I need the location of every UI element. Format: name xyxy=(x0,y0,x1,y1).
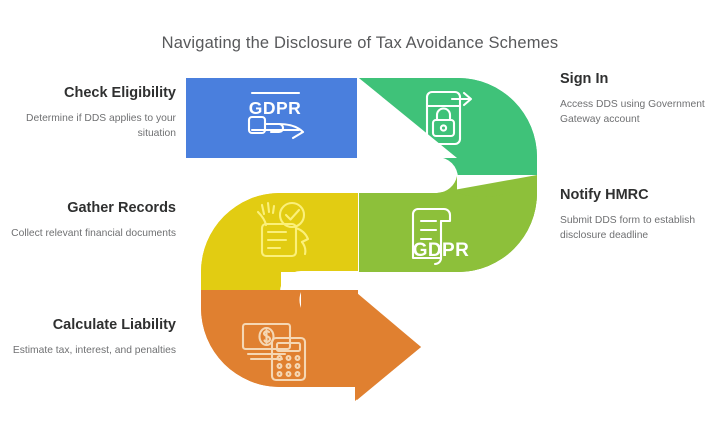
gdpr-document-icon-label: GDPR xyxy=(413,240,470,261)
label-notify-hmrc-body: Submit DDS form to establish disclosure … xyxy=(560,215,696,242)
label-calculate-liability-body: Estimate tax, interest, and penalties xyxy=(12,345,176,357)
label-sign-in-body: Access DDS using Government Gateway acco… xyxy=(560,99,705,126)
money-calculator-icon xyxy=(241,322,307,382)
segment-gather-records[interactable] xyxy=(201,193,359,313)
segment-notify-hmrc[interactable]: GDPR xyxy=(357,175,537,272)
label-sign-in: Sign In Access DDS using Government Gate… xyxy=(560,70,712,128)
label-gather-records: Gather Records Collect relevant financia… xyxy=(8,199,176,241)
gdpr-hand-icon-label: GDPR xyxy=(249,98,302,118)
secure-login-icon xyxy=(425,90,473,146)
document-check-hands-icon xyxy=(256,201,310,258)
label-sign-in-heading: Sign In xyxy=(560,71,609,87)
gdpr-hand-icon xyxy=(247,91,305,140)
label-check-eligibility-body: Determine if DDS applies to your situati… xyxy=(26,113,176,140)
right-turn-inner-notch-2 xyxy=(357,157,458,199)
segment-check-eligibility[interactable]: GDPR GDPR xyxy=(186,78,357,158)
label-check-eligibility-heading: Check Eligibility xyxy=(64,85,176,101)
segment-sign-in[interactable] xyxy=(357,78,537,199)
label-notify-hmrc: Notify HMRC Submit DDS form to establish… xyxy=(560,186,712,244)
gdpr-document-icon xyxy=(411,207,452,266)
label-check-eligibility: Check Eligibility Determine if DDS appli… xyxy=(8,84,176,142)
segment-calculate-liability[interactable] xyxy=(201,290,421,401)
label-notify-hmrc-heading: Notify HMRC xyxy=(560,187,649,203)
label-gather-records-body: Collect relevant financial documents xyxy=(11,228,176,240)
segment-sign-in-fill xyxy=(359,78,537,175)
page-title: Navigating the Disclosure of Tax Avoidan… xyxy=(161,34,559,52)
label-calculate-liability: Calculate Liability Estimate tax, intere… xyxy=(0,316,176,358)
segment-check-eligibility-band xyxy=(186,78,357,158)
label-gather-records-heading: Gather Records xyxy=(67,200,176,216)
label-calculate-liability-heading: Calculate Liability xyxy=(52,317,176,333)
